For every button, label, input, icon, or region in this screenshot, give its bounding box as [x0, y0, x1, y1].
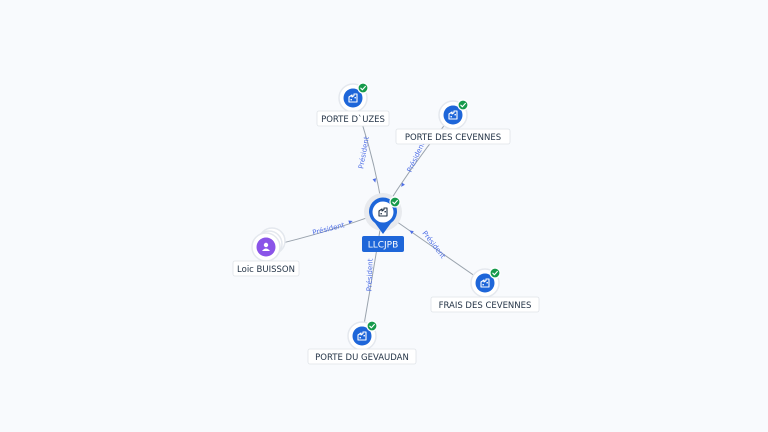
verified-check-icon: [457, 99, 469, 111]
company-icon: [343, 88, 363, 108]
node-loic-buisson[interactable]: Loic BUISSON: [232, 227, 300, 277]
node-label: PORTE DU GEVAUDAN: [315, 353, 409, 363]
node-label: PORTE DES CEVENNES: [405, 133, 501, 143]
edge-arrow-icon: [409, 230, 414, 235]
person-icon: [256, 237, 276, 257]
edge-label: Président: [406, 140, 427, 173]
edge-label: Président: [365, 258, 374, 291]
edge-arrow-icon: [348, 220, 353, 224]
node-porte-du-gevaudan[interactable]: PORTE DU GEVAUDAN: [307, 320, 417, 365]
node-porte-duzes[interactable]: PORTE D`UZES: [316, 82, 390, 127]
edge-label: Président: [420, 229, 447, 260]
edge-label: Président: [357, 136, 371, 170]
node-label-box: [307, 348, 417, 365]
center-label-box: [362, 236, 404, 252]
node-porte-des-cevennes[interactable]: PORTE DES CEVENNES: [395, 99, 511, 145]
edge-arrow-icon: [401, 182, 405, 187]
company-icon: [378, 207, 388, 217]
verified-check-icon: [357, 82, 369, 94]
edge-label: Président: [312, 221, 346, 237]
node-label-box: [395, 128, 511, 145]
node-label: PORTE D`UZES: [321, 114, 385, 125]
verified-check-icon: [389, 196, 401, 208]
node-label-box: [316, 110, 390, 127]
nodes-layer: PORTE D`UZES PORTE DES CEVENNES FRAIS DES …: [232, 82, 540, 365]
verified-check-icon: [366, 320, 378, 332]
node-label-box: [430, 296, 540, 313]
center-label: LLCJPB: [368, 241, 399, 251]
node-label: FRAIS DES CEVENNES: [439, 301, 532, 311]
company-icon: [475, 273, 495, 293]
node-frais-des-cevennes[interactable]: FRAIS DES CEVENNES: [430, 267, 540, 313]
edge-arrow-icon: [372, 178, 377, 183]
node-label: Loic BUISSON: [237, 265, 295, 275]
center-node[interactable]: LLCJPB: [362, 193, 404, 252]
company-icon: [352, 326, 372, 346]
node-label-box: [232, 260, 300, 277]
company-icon: [443, 105, 463, 125]
verified-check-icon: [489, 267, 501, 279]
